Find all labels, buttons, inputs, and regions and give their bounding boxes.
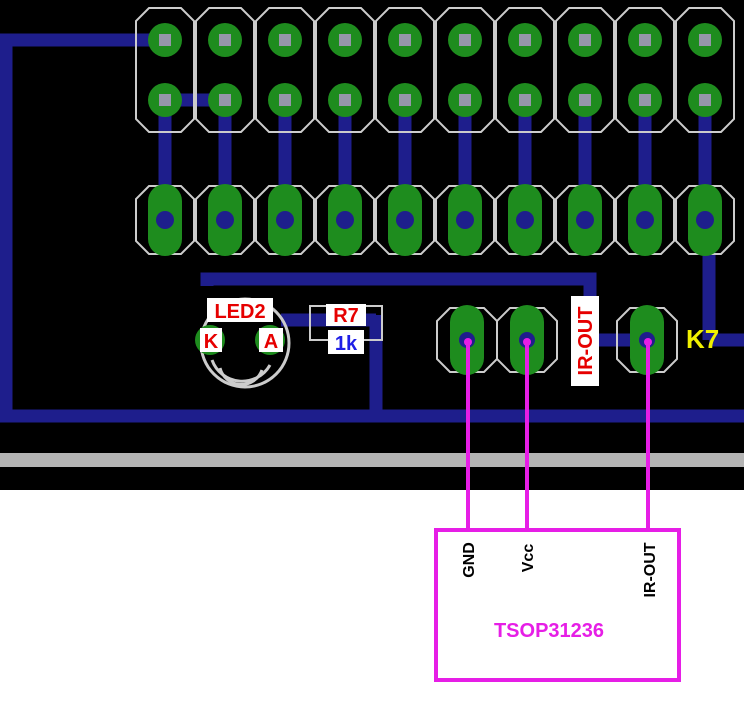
header-pin-drill <box>639 94 651 106</box>
tsop-module <box>434 528 681 682</box>
led-label: LED2 <box>214 301 265 323</box>
header-oblong-drill <box>636 211 654 229</box>
header-pin-drill <box>579 34 591 46</box>
header-pin-drill <box>699 34 711 46</box>
pin-label-vcc: Vcc <box>520 544 537 573</box>
header-oblong-drill <box>696 211 714 229</box>
header-pin-drill <box>279 94 291 106</box>
header-oblong-drill <box>336 211 354 229</box>
header-pin-drill <box>159 94 171 106</box>
header-pin-drill <box>699 94 711 106</box>
header-oblong-drill <box>456 211 474 229</box>
module-name: TSOP31236 <box>494 620 604 642</box>
header-oblong-drill <box>216 211 234 229</box>
header-silk <box>375 185 435 255</box>
header-pin-drill <box>399 94 411 106</box>
header-pin-drill <box>339 94 351 106</box>
header-pin-drill <box>459 94 471 106</box>
header-pin-drill <box>639 34 651 46</box>
header-silk <box>255 7 315 133</box>
irout-label: IR-OUT <box>575 307 597 376</box>
header-silk <box>315 185 375 255</box>
header-oblong-drill <box>516 211 534 229</box>
header-silk <box>255 185 315 255</box>
header-silk <box>495 7 555 133</box>
header-silk <box>675 7 735 133</box>
pin-label-gnd: GND <box>461 542 478 578</box>
header-silk <box>555 7 615 133</box>
led-a-label-bg <box>259 328 283 352</box>
header-pin-drill <box>519 94 531 106</box>
header-pin-drill <box>219 94 231 106</box>
connector-label: K7 <box>686 324 719 354</box>
resistor-value: 1k <box>335 333 358 355</box>
header-oblong-drill <box>396 211 414 229</box>
header-silk <box>315 7 375 133</box>
header-pin-drill <box>159 34 171 46</box>
led-label-bg <box>207 298 273 322</box>
header-pin-drill <box>519 34 531 46</box>
header-pin-drill <box>459 34 471 46</box>
header-oblong-drill <box>576 211 594 229</box>
pin-label-irout: IR-OUT <box>642 542 659 597</box>
header-silk <box>615 7 675 133</box>
header-oblong-drill <box>276 211 294 229</box>
header-silk <box>195 185 255 255</box>
header-silk <box>375 7 435 133</box>
header-silk <box>435 7 495 133</box>
header-pin-drill <box>339 34 351 46</box>
header-pin-drill <box>219 34 231 46</box>
header-pin-drill <box>399 34 411 46</box>
header-silk <box>675 185 735 255</box>
header-pin-drill <box>579 94 591 106</box>
header-silk <box>495 185 555 255</box>
led-a-label: A <box>264 331 278 353</box>
board-rail <box>0 453 744 467</box>
header-oblong-drill <box>156 211 174 229</box>
header-silk <box>435 185 495 255</box>
led-k-label: K <box>204 331 219 353</box>
header-silk <box>555 185 615 255</box>
header-pin-drill <box>279 34 291 46</box>
header-silk <box>135 7 195 133</box>
resistor-footprint <box>309 304 383 354</box>
irout-label-bg <box>571 296 599 386</box>
header-connector <box>135 7 735 256</box>
wires <box>466 342 650 531</box>
led-k-label-bg <box>200 328 222 352</box>
header-silk <box>195 7 255 133</box>
resistor-label: R7 <box>333 305 359 327</box>
header-silk <box>615 185 675 255</box>
header-silk <box>135 185 195 255</box>
